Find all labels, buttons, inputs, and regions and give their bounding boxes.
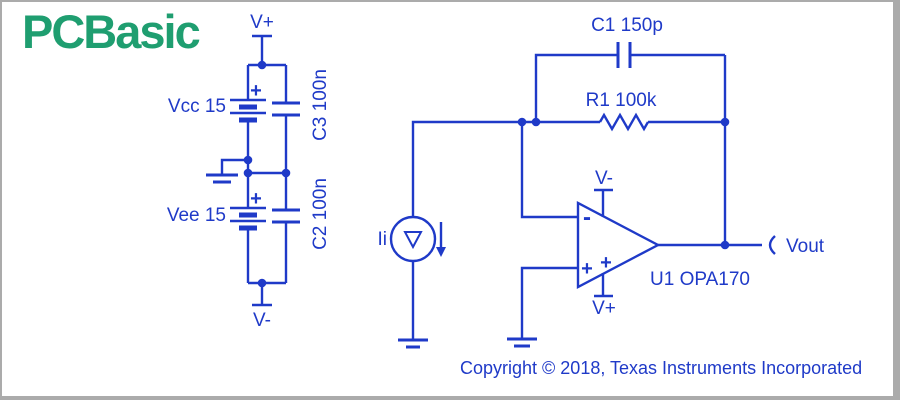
current-source-symbol	[389, 215, 446, 263]
resistor-r1-symbol	[598, 112, 650, 132]
res-r1-label: R1 100k	[586, 90, 657, 111]
battery-vee-symbol	[230, 206, 266, 231]
wire	[520, 122, 578, 219]
vout-label: Vout	[786, 236, 825, 257]
vplus-label: V+	[250, 12, 274, 33]
junction-dot	[720, 117, 730, 127]
current-source-label: Ii	[378, 229, 388, 250]
battery-vee-label: Vee 15	[167, 205, 226, 226]
battery-vcc-plus-mark: +	[250, 80, 262, 102]
vout-terminal-icon	[768, 235, 776, 255]
vplus-terminal	[252, 34, 272, 65]
pcbasic-logo: PCBasic	[22, 5, 201, 58]
ground-symbol	[398, 338, 428, 349]
power-supply-section: V+ + Vcc 15	[167, 12, 331, 331]
ground-symbol	[206, 158, 248, 184]
opamp-supply-plus-mark: +	[600, 252, 612, 274]
opamp-noninverting-mark: +	[581, 258, 593, 280]
wire	[520, 266, 578, 338]
amplifier-section: Ii C1 150p R1 100k	[378, 15, 825, 349]
vminus-label: V-	[253, 310, 271, 331]
junction-dot	[257, 60, 267, 70]
cap-c2-label: C2 100n	[310, 178, 331, 250]
opamp-symbol: - + +	[576, 188, 661, 298]
opamp-inverting-mark: -	[583, 204, 591, 231]
battery-vcc-symbol	[230, 98, 266, 123]
cap-c1-label: C1 150p	[591, 15, 663, 36]
capacitor-c2-symbol	[272, 208, 300, 224]
wire	[411, 120, 536, 216]
capacitor-c1-symbol	[616, 42, 632, 68]
junction-dot	[720, 240, 730, 250]
opamp-pos-supply-label: V+	[592, 298, 616, 319]
arrow-down-icon	[436, 247, 446, 257]
opamp-name-label: U1 OPA170	[650, 269, 750, 290]
wire	[534, 53, 618, 122]
copyright-text: Copyright © 2018, Texas Instruments Inco…	[460, 358, 862, 378]
opamp-neg-supply-label: V-	[595, 168, 613, 189]
cap-c3-label: C3 100n	[310, 69, 331, 141]
battery-vee-plus-mark: +	[250, 188, 262, 210]
vminus-terminal	[252, 283, 272, 307]
battery-vcc-label: Vcc 15	[168, 96, 226, 117]
capacitor-c3-symbol	[272, 101, 300, 117]
circuit-schematic: V+ + Vcc 15	[167, 12, 862, 378]
ground-symbol	[507, 337, 537, 348]
